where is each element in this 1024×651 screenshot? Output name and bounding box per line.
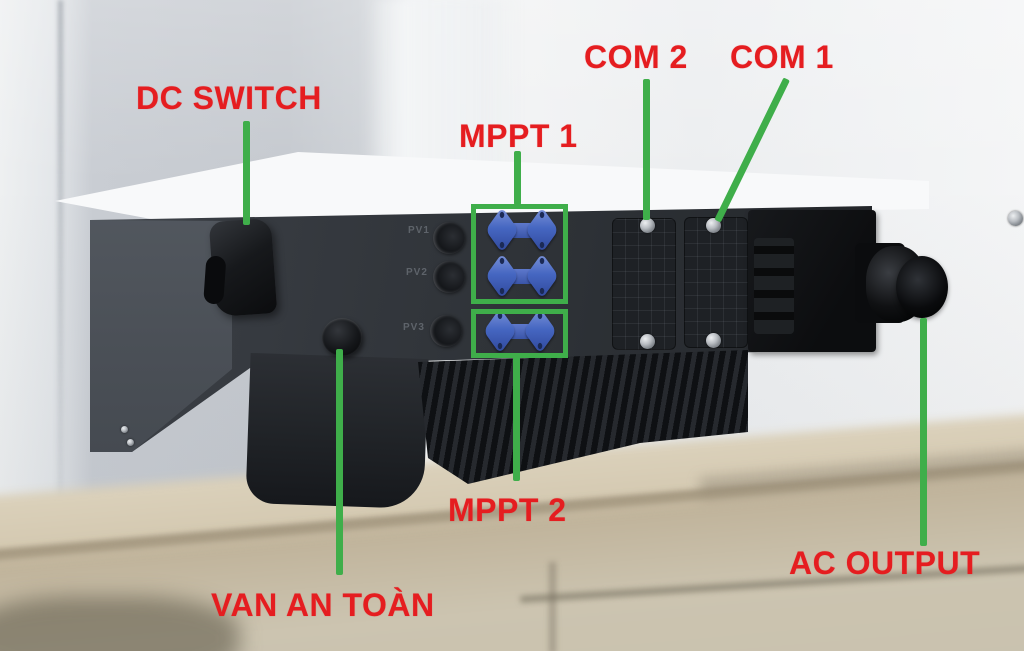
ac-output-label: AC OUTPUT xyxy=(789,545,981,581)
dc-input-port xyxy=(433,261,465,293)
floor-shadow xyxy=(0,596,240,651)
com1-label: COM 1 xyxy=(730,39,834,75)
mppt2-pointer-line xyxy=(513,357,520,481)
dc-input-port xyxy=(433,222,465,254)
pv-port-label: PV1 xyxy=(408,225,430,236)
screw xyxy=(640,218,655,233)
ac-output-pointer-line xyxy=(920,318,927,546)
mppt1-label: MPPT 1 xyxy=(459,118,578,154)
safety-valve-pointer-line xyxy=(336,349,343,575)
ac-gland-cap xyxy=(896,256,948,318)
mppt1-highlight-box xyxy=(471,204,568,304)
screw xyxy=(121,426,128,433)
dc-input-port xyxy=(430,315,462,347)
dc-switch-label: DC SWITCH xyxy=(136,80,322,116)
mppt2-highlight-box xyxy=(471,309,568,358)
screw xyxy=(1008,211,1023,226)
pv-port-label: PV2 xyxy=(406,267,428,278)
dc-switch-lever xyxy=(203,255,227,305)
ac-output-bracket xyxy=(748,210,876,352)
screw xyxy=(706,333,721,348)
com-port-cover-2 xyxy=(612,218,676,350)
com2-pointer-line xyxy=(643,79,650,220)
pv-port-label: PV3 xyxy=(403,322,425,333)
screw xyxy=(127,439,134,446)
screw xyxy=(706,218,721,233)
ac-bracket-ribs xyxy=(754,238,794,334)
mppt2-label: MPPT 2 xyxy=(448,492,567,528)
mppt1-pointer-line xyxy=(514,151,521,205)
dc-switch-knob xyxy=(203,217,278,318)
screw xyxy=(640,334,655,349)
safety-valve-label: VAN AN TOÀN xyxy=(211,587,435,623)
com2-label: COM 2 xyxy=(584,39,688,75)
wall-seam xyxy=(58,0,63,560)
dc-switch-pointer-line xyxy=(243,121,250,225)
com-port-cover-1 xyxy=(684,217,748,348)
drawer-seam xyxy=(549,562,556,651)
